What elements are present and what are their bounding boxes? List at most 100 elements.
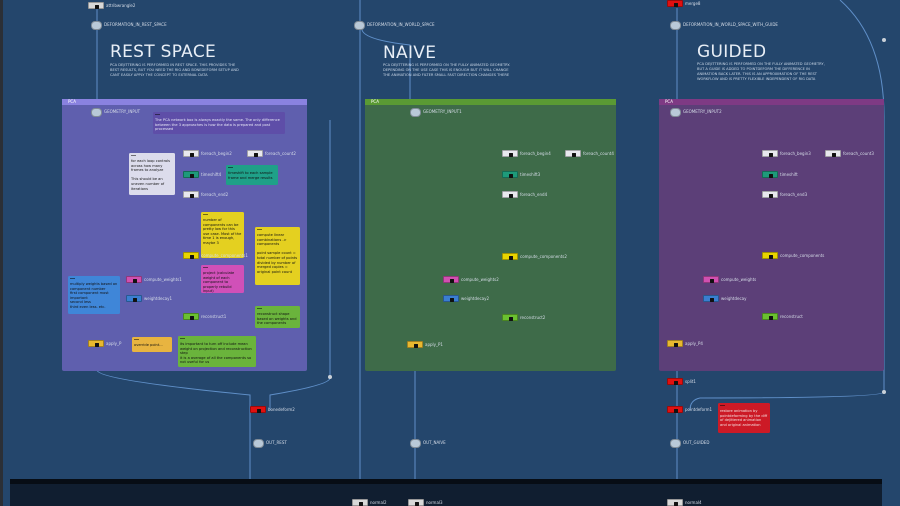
- node-icon[interactable]: [250, 406, 266, 413]
- node-pointdeform1[interactable]: pointdeform1: [667, 406, 712, 413]
- node-icon[interactable]: [502, 191, 518, 198]
- node-icon[interactable]: [183, 150, 199, 157]
- wire-dot[interactable]: [882, 390, 886, 394]
- node-icon[interactable]: [88, 340, 104, 347]
- node-icon[interactable]: [762, 171, 778, 178]
- node-apply-p4[interactable]: apply_P4: [667, 340, 703, 347]
- node-weightdecay1[interactable]: weightdecay1: [126, 295, 172, 302]
- node-icon[interactable]: [502, 314, 518, 321]
- node-icon[interactable]: [126, 295, 142, 302]
- null-node-icon[interactable]: [410, 108, 421, 117]
- node-foreach-begin3[interactable]: foreach_begin3: [762, 150, 811, 157]
- node-compute-components2[interactable]: compute_components2: [502, 253, 567, 260]
- node-attribwrangle2[interactable]: attribwrangle2: [88, 2, 135, 9]
- node-icon[interactable]: [408, 499, 424, 506]
- sticky-note[interactable]: project (calculate weight of each compon…: [201, 265, 244, 293]
- null-node-icon[interactable]: [91, 108, 102, 117]
- node-foreach-end2[interactable]: foreach_end2: [183, 191, 228, 198]
- node-timeshift[interactable]: timeshift: [762, 171, 798, 178]
- node-geometry-input2[interactable]: GEOMETRY_INPUT2: [670, 108, 722, 117]
- node-icon[interactable]: [703, 295, 719, 302]
- sticky-note[interactable]: timeshift to each sample frame and merge…: [226, 165, 278, 185]
- node-icon[interactable]: [502, 150, 518, 157]
- node-geometry-input[interactable]: GEOMETRY_INPUT: [91, 108, 140, 117]
- wire-dot[interactable]: [328, 375, 332, 379]
- null-node-icon[interactable]: [670, 21, 681, 30]
- node-icon[interactable]: [762, 313, 778, 320]
- node-icon[interactable]: [183, 171, 199, 178]
- node-geometry-input1[interactable]: GEOMETRY_INPUT1: [410, 108, 462, 117]
- node-apply-p[interactable]: apply_P: [88, 340, 121, 347]
- node-icon[interactable]: [352, 499, 368, 506]
- node-split1[interactable]: split1: [667, 378, 696, 385]
- sticky-note[interactable]: compute linear combinations -> component…: [255, 227, 300, 285]
- node-icon[interactable]: [565, 150, 581, 157]
- node-icon[interactable]: [667, 406, 683, 413]
- node-foreach-count4[interactable]: foreach_count4: [565, 150, 614, 157]
- node-foreach-begin2[interactable]: foreach_begin2: [183, 150, 232, 157]
- node-foreach-count2[interactable]: foreach_count2: [247, 150, 296, 157]
- node-icon[interactable]: [825, 150, 841, 157]
- node-icon[interactable]: [502, 171, 518, 178]
- node-compute-components[interactable]: compute_components: [762, 252, 824, 259]
- node-timeshift3[interactable]: timeshift3: [502, 171, 540, 178]
- network-box-naive[interactable]: PCA: [365, 99, 616, 371]
- node-icon[interactable]: [703, 276, 719, 283]
- network-box-bottom[interactable]: [10, 479, 882, 506]
- node-icon[interactable]: [502, 253, 518, 260]
- node-compute-weights2[interactable]: compute_weights2: [443, 276, 499, 283]
- node-icon[interactable]: [247, 150, 263, 157]
- sticky-note[interactable]: multiply weights based on component numb…: [68, 276, 120, 314]
- sticky-note[interactable]: reconstruct shape based on weights and t…: [255, 306, 300, 328]
- sticky-note[interactable]: The PCA network box is always exactly th…: [153, 112, 285, 134]
- network-box-header[interactable]: PCA: [365, 99, 616, 105]
- network-box-header[interactable]: PCA: [62, 99, 307, 105]
- node-normal4[interactable]: normal4: [667, 499, 702, 506]
- wire-dot[interactable]: [882, 38, 886, 42]
- node-icon[interactable]: [762, 252, 778, 259]
- sticky-note[interactable]: restore animation by pointdeforming by t…: [718, 403, 770, 433]
- node-reconstruct2[interactable]: reconstruct2: [502, 314, 545, 321]
- node-apply-p1[interactable]: apply_P1: [407, 341, 443, 348]
- network-box-header[interactable]: [10, 479, 882, 484]
- null-node-icon[interactable]: [410, 439, 421, 448]
- node-timeshift4[interactable]: timeshift4: [183, 171, 221, 178]
- node-foreach-count3[interactable]: foreach_count3: [825, 150, 874, 157]
- node-deformation-in-world-space[interactable]: DEFORMATION_IN_WORLD_SPACE: [354, 21, 435, 30]
- network-box-header[interactable]: PCA: [659, 99, 884, 105]
- sticky-note[interactable]: its important to turn off include mean w…: [178, 336, 256, 367]
- node-icon[interactable]: [443, 295, 459, 302]
- node-foreach-end3[interactable]: foreach_end3: [762, 191, 807, 198]
- node-compute-weights[interactable]: compute_weights: [703, 276, 756, 283]
- node-icon[interactable]: [667, 499, 683, 506]
- sticky-note[interactable]: override point...: [132, 337, 172, 352]
- node-icon[interactable]: [183, 191, 199, 198]
- node-out-guided[interactable]: OUT_GUIDED: [670, 439, 709, 448]
- sticky-note[interactable]: for each loop controls across how many f…: [129, 153, 175, 195]
- node-compute-components1[interactable]: compute_components1: [183, 252, 248, 259]
- node-icon[interactable]: [667, 0, 683, 7]
- null-node-icon[interactable]: [670, 108, 681, 117]
- node-icon[interactable]: [183, 252, 199, 259]
- null-node-icon[interactable]: [91, 21, 102, 30]
- node-weightdecay2[interactable]: weightdecay2: [443, 295, 489, 302]
- node-merge8[interactable]: merge8: [667, 0, 700, 7]
- node-icon[interactable]: [762, 150, 778, 157]
- null-node-icon[interactable]: [253, 439, 264, 448]
- network-box-guided[interactable]: PCA: [659, 99, 884, 371]
- node-icon[interactable]: [762, 191, 778, 198]
- node-icon[interactable]: [443, 276, 459, 283]
- node-icon[interactable]: [126, 276, 142, 283]
- null-node-icon[interactable]: [670, 439, 681, 448]
- null-node-icon[interactable]: [354, 21, 365, 30]
- sticky-note[interactable]: number of components can be pretty low f…: [201, 212, 244, 258]
- node-icon[interactable]: [407, 341, 423, 348]
- node-out-rest[interactable]: OUT_REST: [253, 439, 287, 448]
- node-bonedeform2[interactable]: bonedeform2: [250, 406, 295, 413]
- node-normal2[interactable]: normal2: [352, 499, 387, 506]
- node-weightdecay[interactable]: weightdecay: [703, 295, 747, 302]
- node-foreach-end4[interactable]: foreach_end4: [502, 191, 547, 198]
- node-icon[interactable]: [183, 313, 199, 320]
- node-reconstruct[interactable]: reconstruct: [762, 313, 803, 320]
- node-deformation-in-rest-space[interactable]: DEFORMATION_IN_REST_SPACE: [91, 21, 167, 30]
